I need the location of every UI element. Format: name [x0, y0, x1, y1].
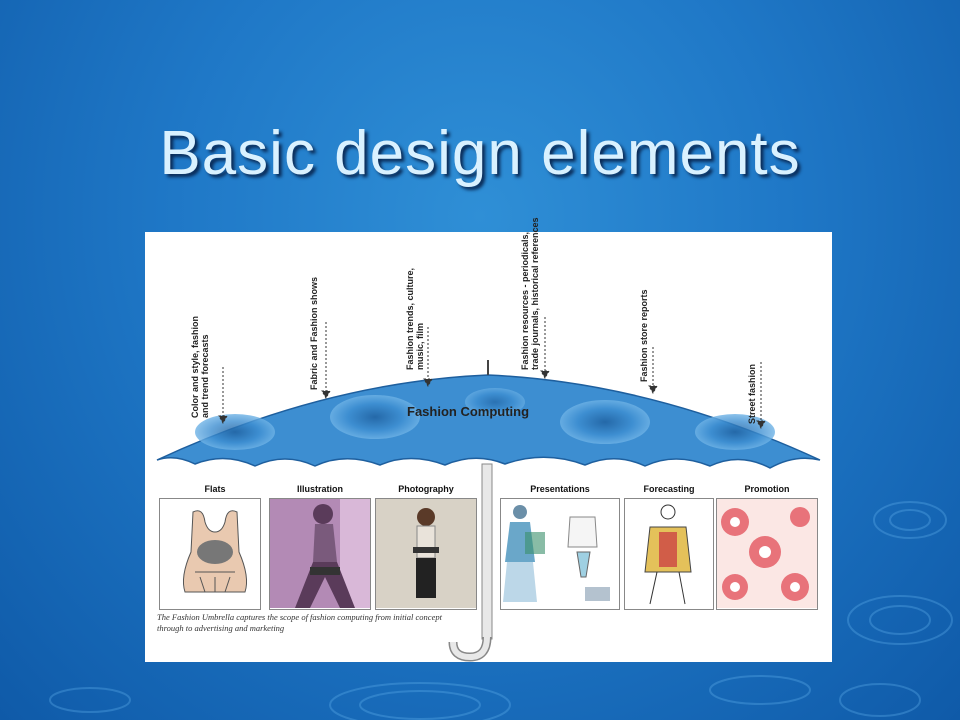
- input-label-street-fashion: Street fashion: [747, 363, 757, 424]
- promotion-art: [717, 499, 817, 608]
- presentations-art: [501, 499, 619, 608]
- panel-illustration: [269, 498, 371, 610]
- panel-label-forecasting: Forecasting: [643, 484, 695, 494]
- panel-presentations: [500, 498, 620, 610]
- input-label-fabric-shows: Fabric and Fashion shows: [309, 276, 319, 390]
- panel-photography: [375, 498, 477, 610]
- input-label-store-reports: Fashion store reports: [639, 289, 649, 382]
- slide-title: Basic design elements: [159, 119, 801, 188]
- umbrella-diagram: [156, 317, 821, 662]
- panel-promotion: [716, 498, 818, 610]
- panel-label-presentations: Presentations: [530, 484, 590, 494]
- figure-caption: The Fashion Umbrella captures the scope …: [157, 612, 442, 633]
- input-label-resources: Fashion resources - periodicals, trade j…: [520, 217, 540, 370]
- forecasting-art: [625, 499, 713, 608]
- umbrella-canopy: [156, 374, 821, 469]
- photography-art: [376, 499, 476, 608]
- fashion-umbrella-figure: Color and style, fashion and trend forec…: [145, 217, 832, 662]
- flats-illustration: [183, 510, 247, 593]
- panel-label-promotion: Promotion: [744, 484, 790, 494]
- panel-forecasting: [624, 498, 714, 610]
- umbrella-title: Fashion Computing: [407, 404, 530, 419]
- panel-label-illustration: Illustration: [296, 484, 343, 494]
- input-label-trends-culture: Fashion trends, culture, music, film: [405, 267, 425, 370]
- illustration-art: [270, 499, 370, 608]
- panel-label-photography: Photography: [398, 484, 454, 494]
- input-label-color-style: Color and style, fashion and trend forec…: [190, 315, 210, 418]
- panel-label-flats: Flats: [204, 484, 226, 494]
- panel-flats: [159, 498, 261, 610]
